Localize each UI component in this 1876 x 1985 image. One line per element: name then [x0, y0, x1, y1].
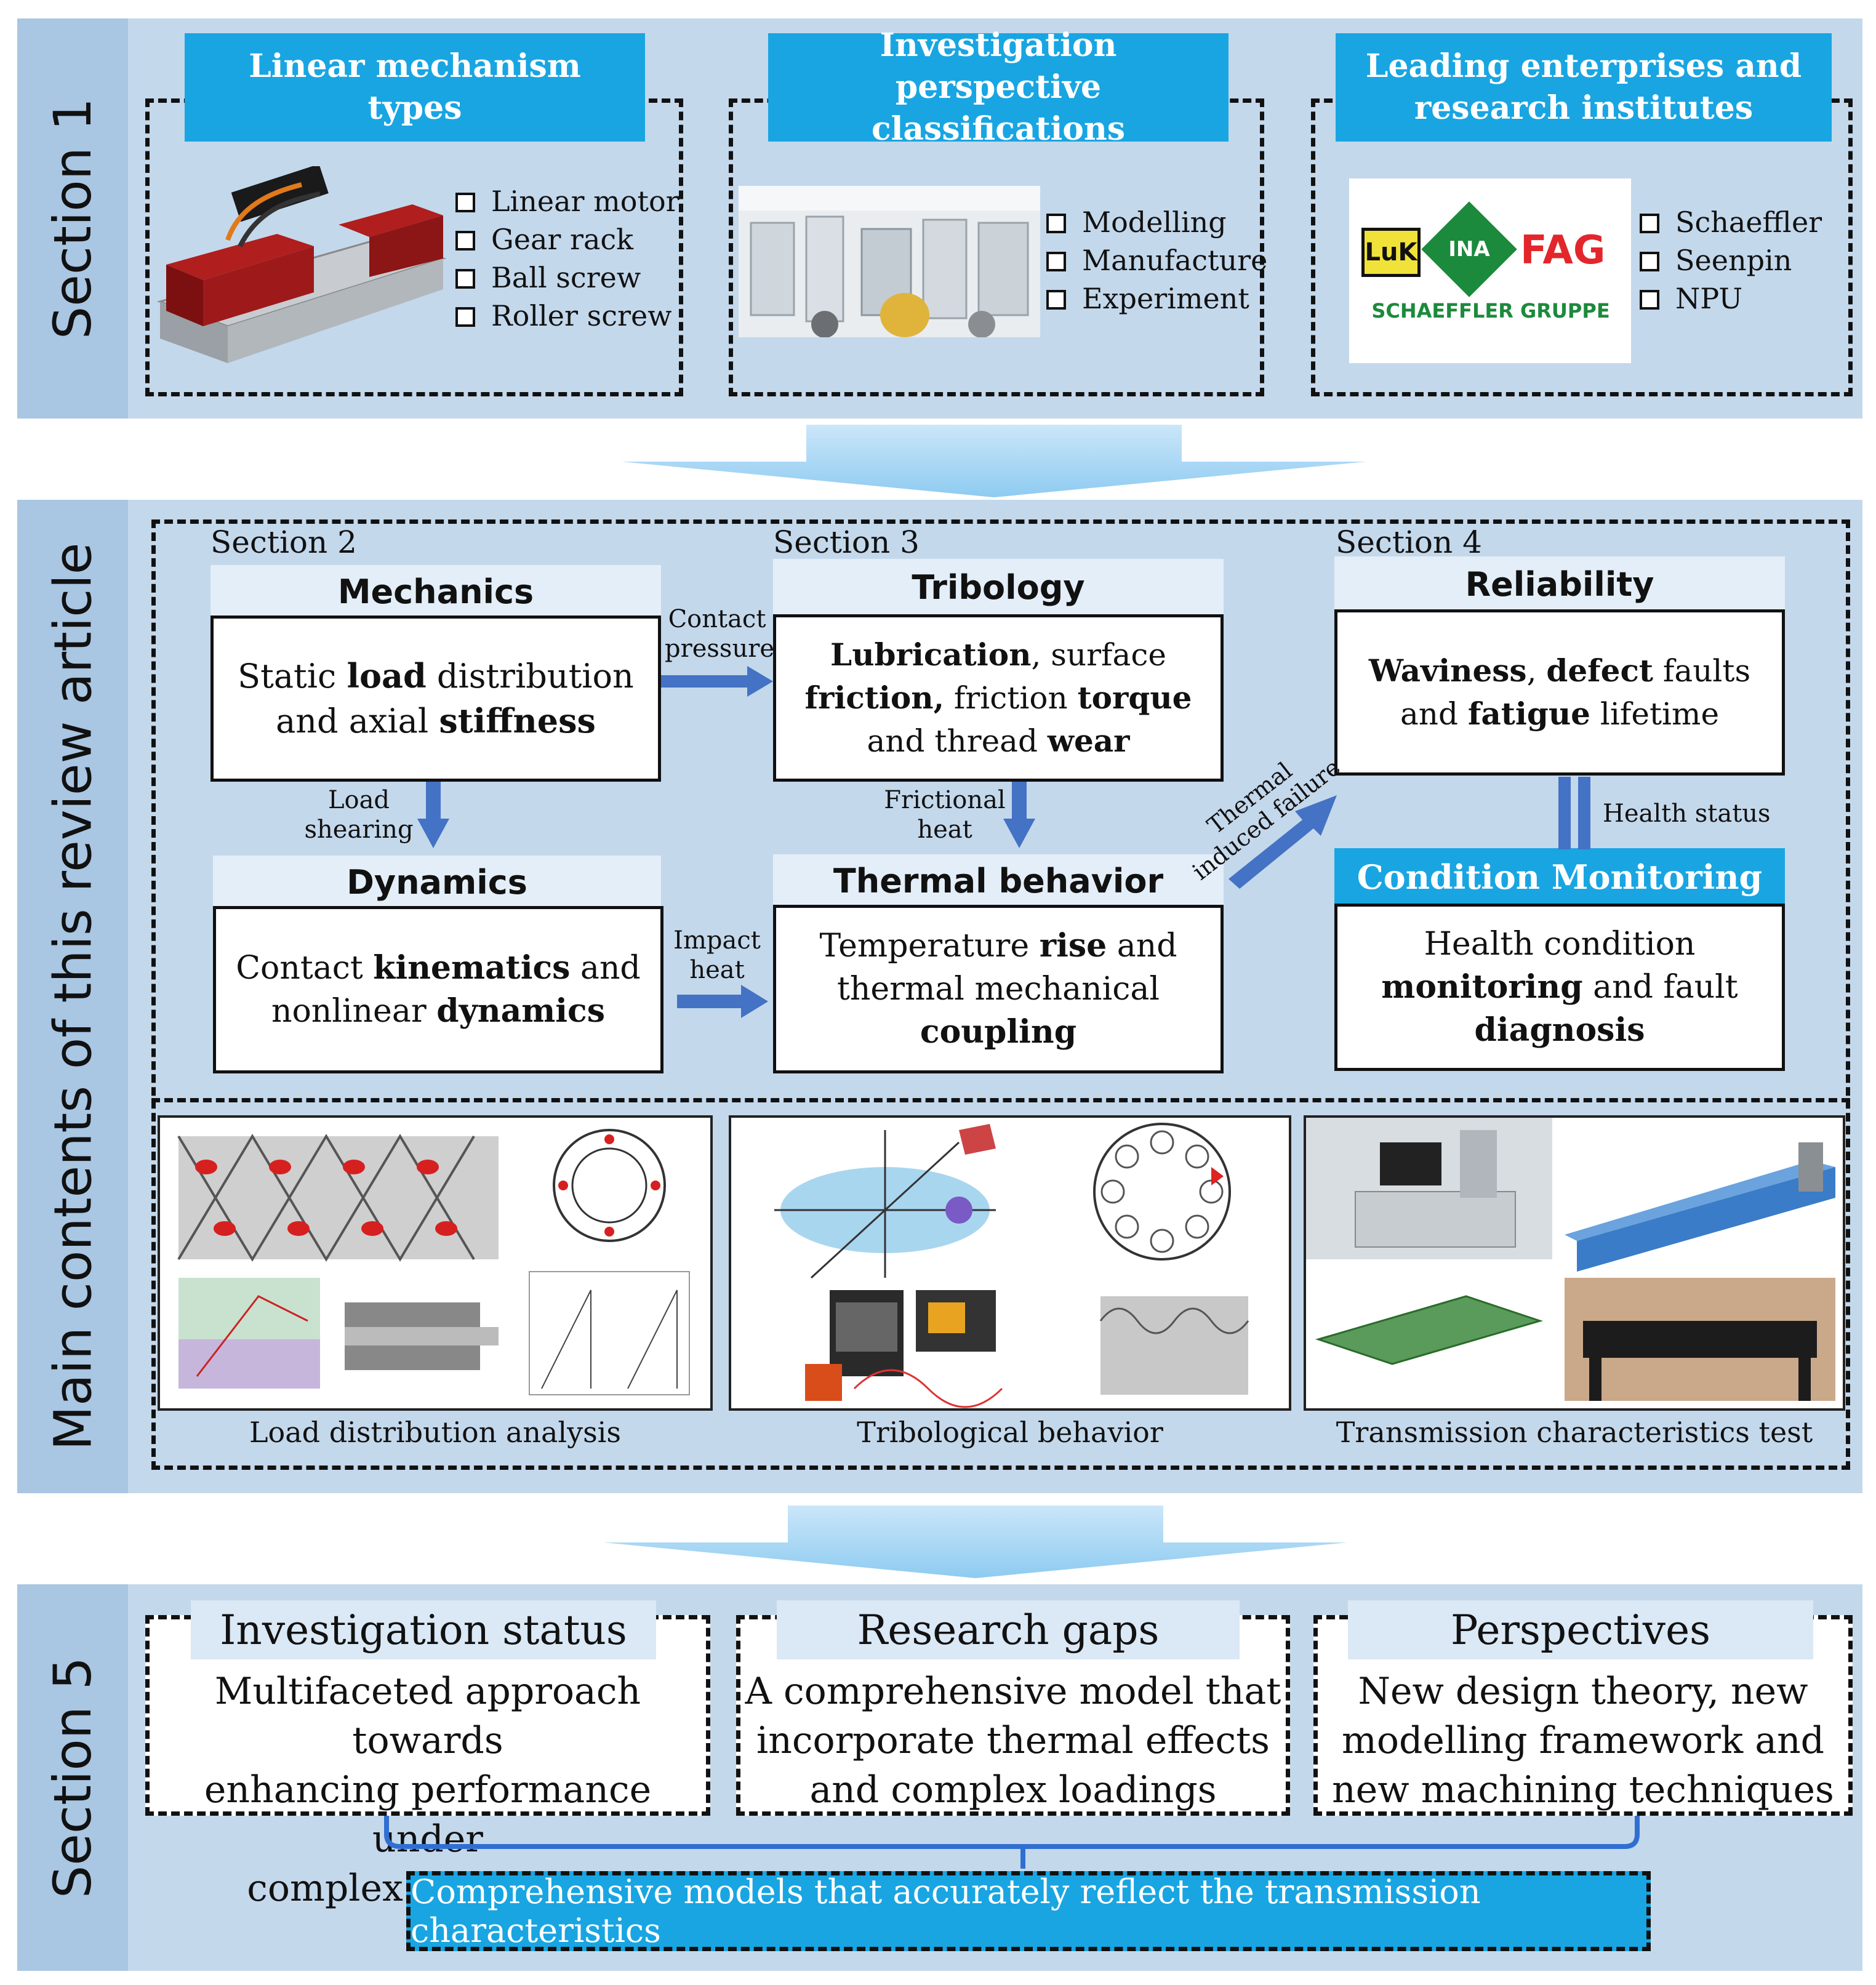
thermal-box: Temperature rise and thermal mechanical …	[773, 905, 1224, 1073]
arrow-frictional-heat	[1003, 782, 1035, 848]
caption-tribological: Tribological behavior	[857, 1416, 1163, 1449]
enterprises-title: Leading enterprises and research institu…	[1336, 33, 1832, 142]
mechanics-title: Mechanics	[210, 565, 661, 618]
perspectives-title: Perspectives	[1348, 1600, 1813, 1659]
list-item: Experiment	[1046, 279, 1267, 318]
linear-mechanism-title: Linear mechanism types	[185, 33, 645, 142]
arrow-contact-pressure	[661, 666, 773, 697]
perspective-list: Modelling Manufacture Experiment	[1046, 203, 1267, 318]
arrow-load-shearing	[417, 782, 449, 848]
cleanroom-image	[739, 186, 1040, 337]
list-item: Modelling	[1046, 203, 1267, 241]
investigation-perspective-title: Investigation perspective classification…	[768, 26, 1229, 148]
main-inner-box	[151, 519, 1850, 1470]
schaeffler-gruppe-text: SCHAEFFLER GRUPPE	[1371, 299, 1610, 323]
list-item: Schaeffler	[1640, 203, 1822, 241]
tribology-box: Lubrication, surface friction, friction …	[773, 614, 1224, 782]
schaeffler-logo: LuK INA FAG SCHAEFFLER GRUPPE	[1349, 178, 1631, 363]
caption-transmission-test: Transmission characteristics test	[1336, 1416, 1813, 1449]
section1-label: Section 1	[17, 18, 128, 419]
section5-label: Section 5	[17, 1584, 128, 1971]
arrow-impact-heat	[677, 985, 768, 1018]
flow-arrow-2	[603, 1506, 1348, 1578]
list-item: Seenpin	[1640, 241, 1822, 279]
load-distribution-image	[158, 1115, 713, 1411]
list-item: Manufacture	[1046, 241, 1267, 279]
list-item: Roller screw	[455, 297, 679, 335]
linear-actuator-image	[157, 166, 447, 363]
reliability-title: Reliability	[1334, 556, 1785, 612]
list-item: NPU	[1640, 279, 1822, 318]
mechanics-box: Static load distribution and axial stiff…	[210, 616, 661, 782]
ina-logo: INA	[1421, 201, 1517, 297]
list-item: Linear motor	[455, 182, 679, 220]
arrow-thermal-failure	[1229, 795, 1337, 889]
divider-line	[151, 1098, 1850, 1102]
linear-mechanism-list: Linear motor Gear rack Ball screw Roller…	[455, 182, 679, 335]
luk-logo: LuK	[1361, 228, 1421, 277]
list-item: Gear rack	[455, 220, 679, 259]
thermal-title: Thermal behavior	[773, 854, 1224, 907]
health-status-connector	[1558, 777, 1571, 849]
dynamics-title: Dynamics	[213, 856, 661, 908]
transmission-test-image	[1304, 1115, 1845, 1411]
health-status-label: Health status	[1603, 800, 1771, 828]
flow-arrow-1	[622, 425, 1366, 497]
investigation-status-title: Investigation status	[191, 1600, 656, 1659]
tribological-image	[729, 1115, 1291, 1411]
monitoring-title: Condition Monitoring	[1334, 848, 1785, 906]
caption-load-distribution: Load distribution analysis	[249, 1416, 621, 1449]
main-label: Main contents of this review article	[17, 500, 128, 1493]
enterprises-list: Schaeffler Seenpin NPU	[1640, 203, 1822, 318]
fag-logo: FAG	[1520, 228, 1606, 273]
health-status-connector-2	[1578, 777, 1590, 849]
conclusion-text: Comprehensive models that accurately ref…	[411, 1872, 1481, 1950]
research-gaps-title: Research gaps	[777, 1600, 1240, 1659]
bracket-connector	[384, 1816, 1640, 1869]
monitoring-box: Health condition monitoring and fault di…	[1334, 904, 1785, 1071]
dynamics-box: Contact kinematics and nonlinear dynamic…	[213, 906, 663, 1073]
section4-label: Section 4	[1336, 524, 1482, 560]
section3-label: Section 3	[773, 524, 920, 560]
conclusion-box: Comprehensive models that accurately ref…	[406, 1871, 1651, 1951]
list-item: Ball screw	[455, 259, 679, 297]
section2-label: Section 2	[210, 524, 357, 560]
reliability-box: Waviness, defect faults and fatigue life…	[1334, 609, 1785, 776]
tribology-title: Tribology	[773, 559, 1224, 616]
